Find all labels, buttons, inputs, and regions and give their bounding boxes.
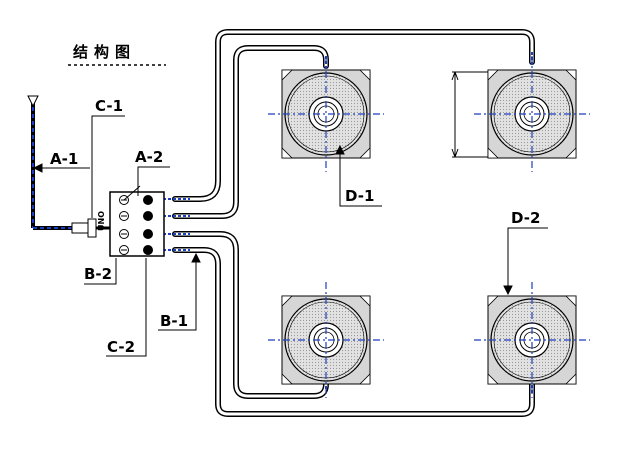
jack-bottom-right xyxy=(473,281,591,399)
pipe-fitting-icon xyxy=(71,218,110,238)
label-b1: B-1 xyxy=(160,312,188,330)
gauge-icon xyxy=(119,195,129,255)
height-dimension xyxy=(451,71,488,158)
manifold-block: UNO xyxy=(97,185,165,257)
jack-bottom-left xyxy=(267,281,385,399)
hose-lines xyxy=(172,29,535,417)
label-d1: D-1 xyxy=(345,187,374,205)
diagram-title: 结构图 xyxy=(73,43,136,61)
label-c1: C-1 xyxy=(95,97,123,115)
leader-lines xyxy=(32,115,548,357)
label-c2: C-2 xyxy=(107,338,135,356)
label-b2: B-2 xyxy=(84,265,112,283)
jack-top-left xyxy=(267,55,385,173)
label-a1: A-1 xyxy=(50,150,78,168)
valve-icon xyxy=(143,195,153,255)
jack-top-right xyxy=(473,55,591,173)
manifold-label: UNO xyxy=(97,211,106,231)
label-d2: D-2 xyxy=(511,209,540,227)
inlet-pipe xyxy=(27,95,110,238)
label-a2: A-2 xyxy=(135,148,163,166)
